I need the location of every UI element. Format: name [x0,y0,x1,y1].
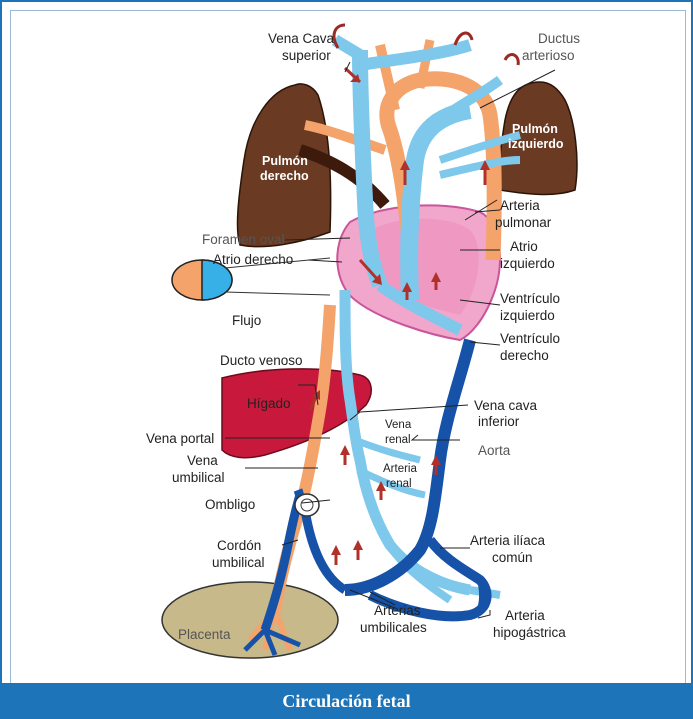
label-pulmon-izquierdo-2: izquierdo [508,137,564,151]
label-foramen-oval: Foramen oval [202,232,285,247]
label-vena-cava-superior-2: superior [282,48,331,63]
label-ventriculo-izquierdo-1: Ventrículo [500,291,560,306]
label-arteria-iliaca-1: Arteria ilíaca [470,533,546,548]
label-vena-renal-2: renal [385,434,411,446]
label-pulmon-izquierdo-1: Pulmón [512,122,558,136]
umbilicus-ring [295,494,319,516]
label-aorta: Aorta [478,443,511,458]
label-vena-cava-inferior-1: Vena cava [474,398,538,413]
label-placenta: Placenta [178,627,231,642]
label-ombligo: Ombligo [205,497,255,512]
label-cordon-umbilical-2: umbilical [212,555,265,570]
label-ventriculo-derecho-2: derecho [500,348,549,363]
label-arteria-pulmonar-2: pulmonar [495,215,552,230]
label-arterias-umbilicales-2: umbilicales [360,620,427,635]
label-ductus-arterioso-1: Ductus [538,31,580,46]
label-vena-umbilical-1: Vena [187,453,218,468]
label-arteria-hipogastrica-1: Arteria [505,608,545,623]
superior-vena-cava [360,50,380,285]
label-vena-cava-inferior-2: inferior [478,414,520,429]
label-vena-renal-1: Vena [385,419,412,431]
label-arteria-hipogastrica-2: hipogástrica [493,625,566,640]
figure-caption: Circulación fetal [0,683,693,719]
label-flujo: Flujo [232,313,261,328]
label-arterias-umbilicales-1: Arterias [374,603,421,618]
label-atrio-derecho: Atrio derecho [213,252,293,267]
label-vena-portal: Vena portal [146,431,214,446]
label-atrio-izquierdo-1: Atrio [510,239,538,254]
label-ventriculo-izquierdo-2: izquierdo [500,308,555,323]
label-arteria-iliaca-2: común [492,550,533,565]
label-arteria-renal-1: Arteria [383,463,417,475]
label-vena-cava-superior-1: Vena Cava [268,31,335,46]
label-ductus-arterioso-2: arterioso [522,48,575,63]
label-arteria-pulmonar-1: Arteria [500,198,540,213]
label-pulmon-derecho-1: Pulmón [262,154,308,168]
label-cordon-umbilical-1: Cordón [217,538,261,553]
label-higado: Hígado [247,396,291,411]
ductus-curved-arrow [505,55,518,65]
label-vena-umbilical-2: umbilical [172,470,225,485]
label-pulmon-derecho-2: derecho [260,169,309,183]
label-arteria-renal-2: renal [386,478,412,490]
label-atrio-izquierdo-2: izquierdo [500,256,555,271]
label-ducto-venoso: Ducto venoso [220,353,303,368]
label-ventriculo-derecho-1: Ventrículo [500,331,560,346]
